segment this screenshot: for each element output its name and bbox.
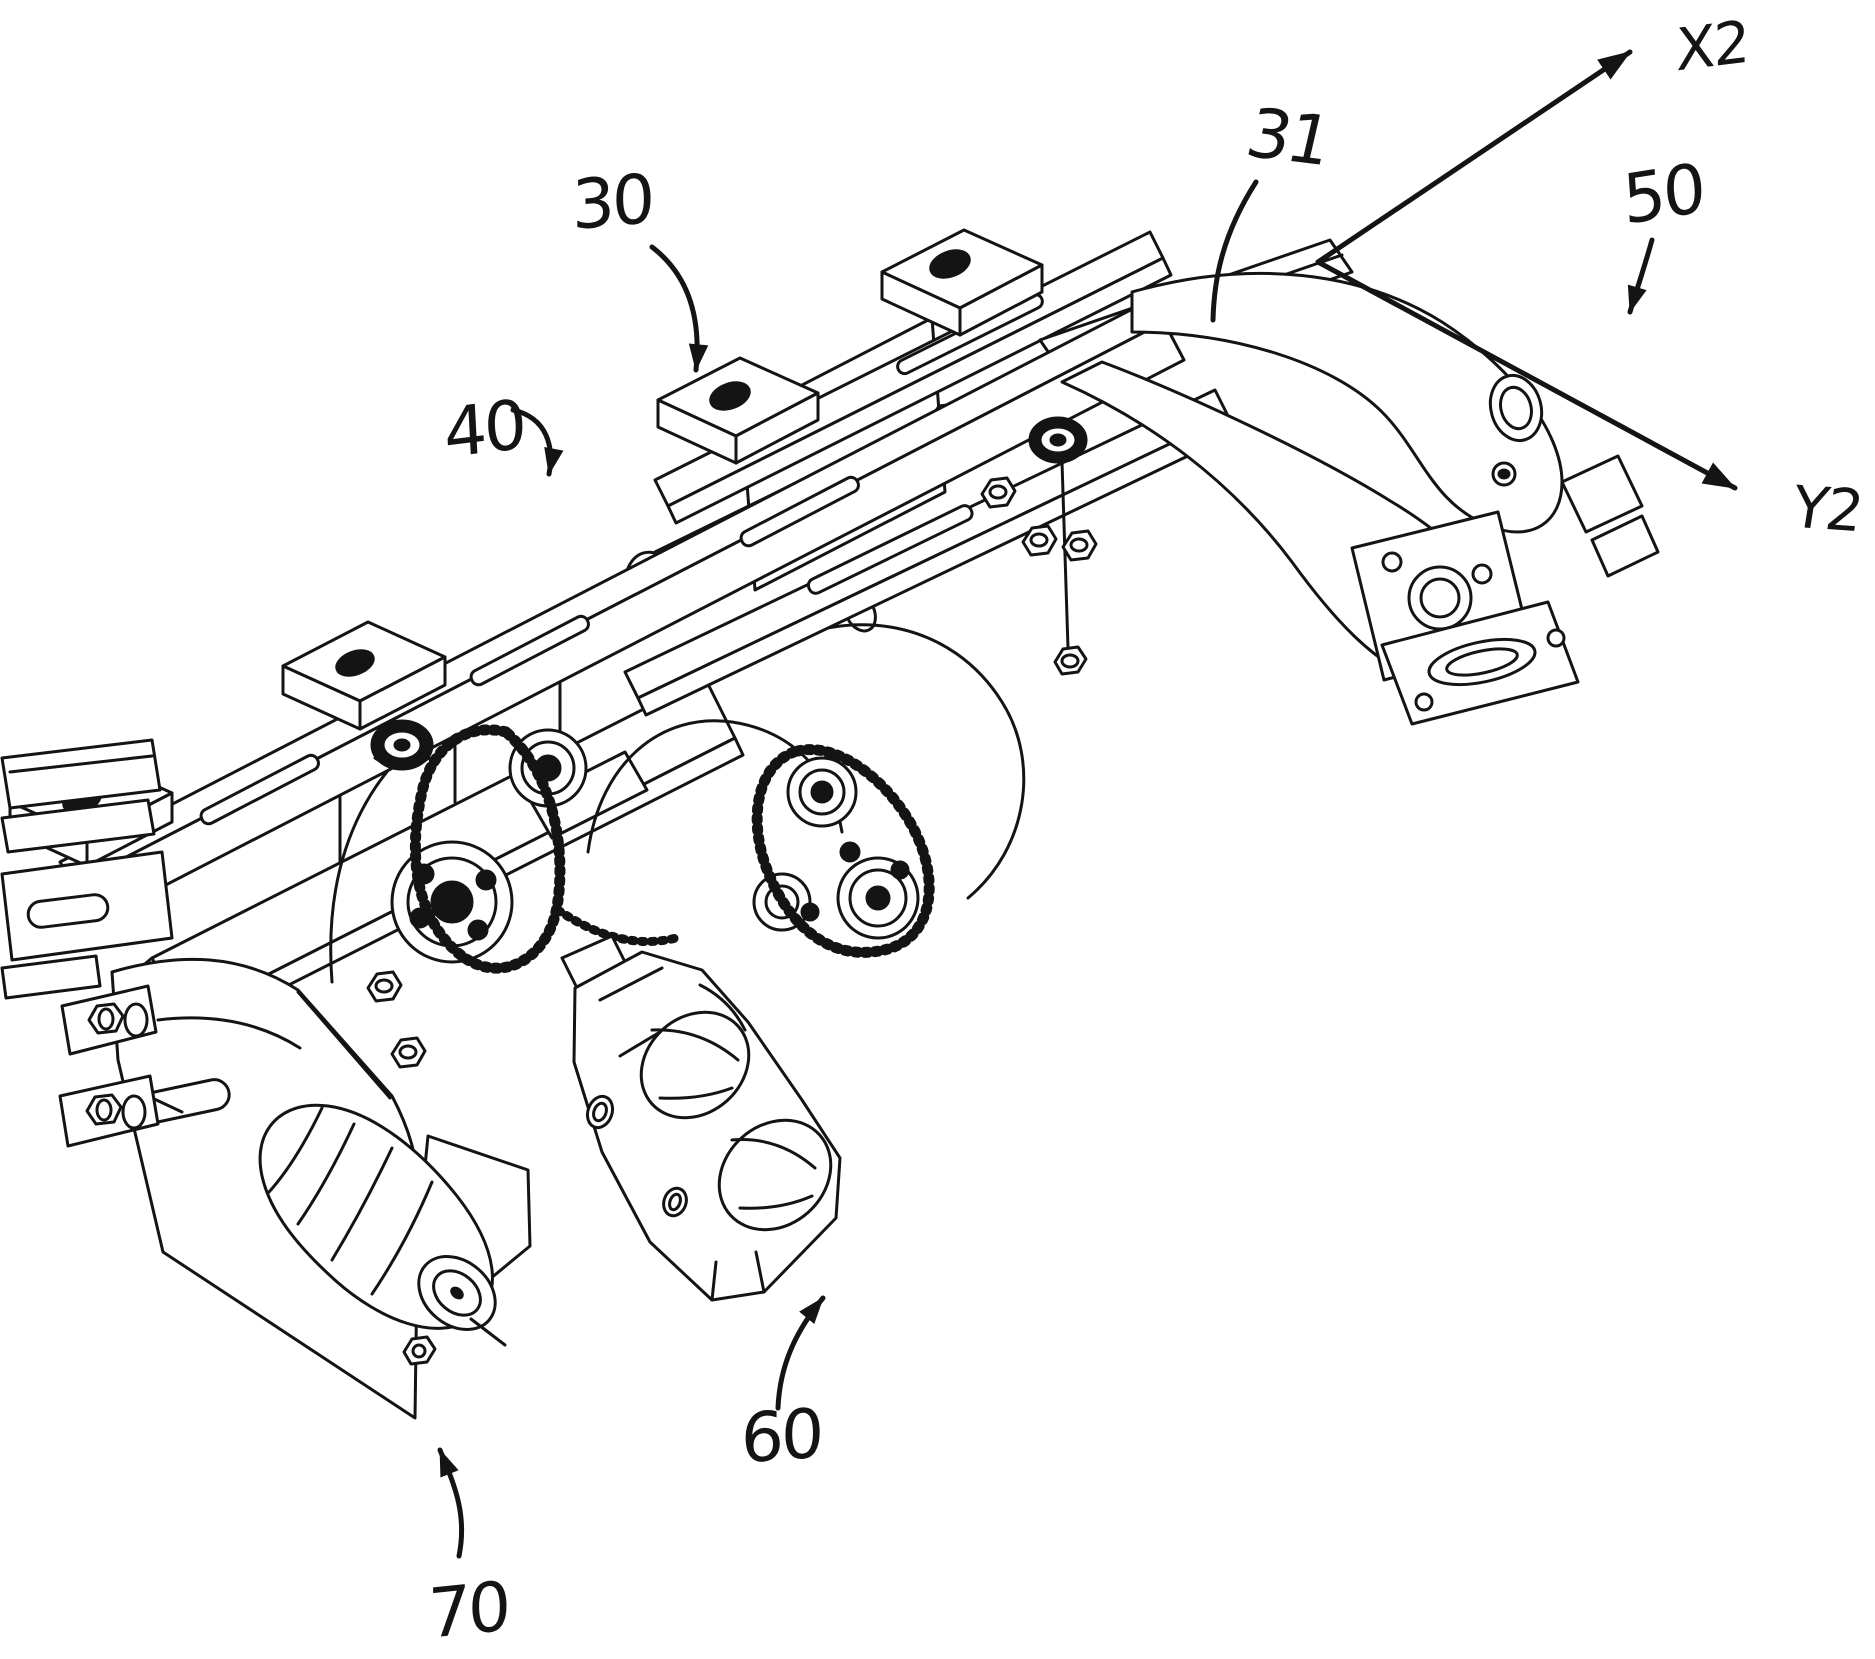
leader-40 (510, 407, 564, 477)
ref-label-30: 30 (571, 159, 653, 247)
leader-30 (649, 244, 709, 373)
leader-31 (1210, 179, 1259, 323)
x2-axis-label: X2 (1675, 7, 1749, 85)
sprocket (508, 728, 588, 808)
hex-bolt (85, 1093, 147, 1130)
chain-loop (409, 724, 566, 974)
hex-bolt (87, 1002, 149, 1038)
reference-leaders (437, 179, 1655, 1559)
screw (1471, 563, 1493, 585)
chain-strand (553, 905, 681, 946)
y2-axis-label: Y2 (1787, 472, 1867, 546)
pad-hole (335, 649, 375, 677)
chain-drive (390, 724, 935, 974)
hex-bolt (1061, 529, 1098, 562)
leader-70 (437, 1447, 465, 1559)
ref-label-50: 50 (1620, 149, 1706, 241)
pad-hole (709, 381, 751, 411)
sprocket (786, 756, 858, 828)
screw (1414, 692, 1434, 712)
hex-bolt (366, 970, 403, 1003)
ref-label-70: 70 (427, 1567, 509, 1655)
sprocket (836, 856, 920, 940)
hex-bolt (980, 476, 1017, 509)
clamp-knob (1028, 416, 1088, 464)
rail-slot (469, 614, 590, 687)
clamp-knob (370, 719, 434, 771)
hex-bolt (1053, 645, 1088, 676)
hex-bolt (402, 1335, 437, 1366)
mounting-pad (656, 356, 820, 465)
roller-unit (258, 1103, 532, 1366)
rail-slot (739, 475, 860, 548)
ref-label-40: 40 (441, 385, 527, 475)
left-end-slabs (0, 738, 174, 1000)
screw (1381, 551, 1403, 573)
cradle-carrier (560, 934, 842, 1302)
cradle-roller (717, 1118, 833, 1232)
x2-axis-arrow (1315, 49, 1633, 265)
pad-hole (929, 249, 971, 279)
mounting-pad (281, 620, 447, 731)
leader-50 (1627, 237, 1655, 315)
screw (1546, 628, 1566, 648)
rail-slot (199, 753, 320, 826)
coordinate-axes (1315, 49, 1738, 491)
mounting-pad (880, 228, 1044, 337)
leader-60 (775, 1295, 826, 1411)
hex-bolt (1021, 524, 1058, 557)
hex-bolt (390, 1036, 427, 1069)
y2-axis-arrow (1315, 259, 1738, 491)
chain-loop (751, 744, 935, 958)
ref-label-60: 60 (740, 1394, 822, 1480)
bar-slot (806, 504, 974, 595)
hanger-rod (1060, 460, 1070, 650)
bearing-ring (1407, 565, 1473, 631)
